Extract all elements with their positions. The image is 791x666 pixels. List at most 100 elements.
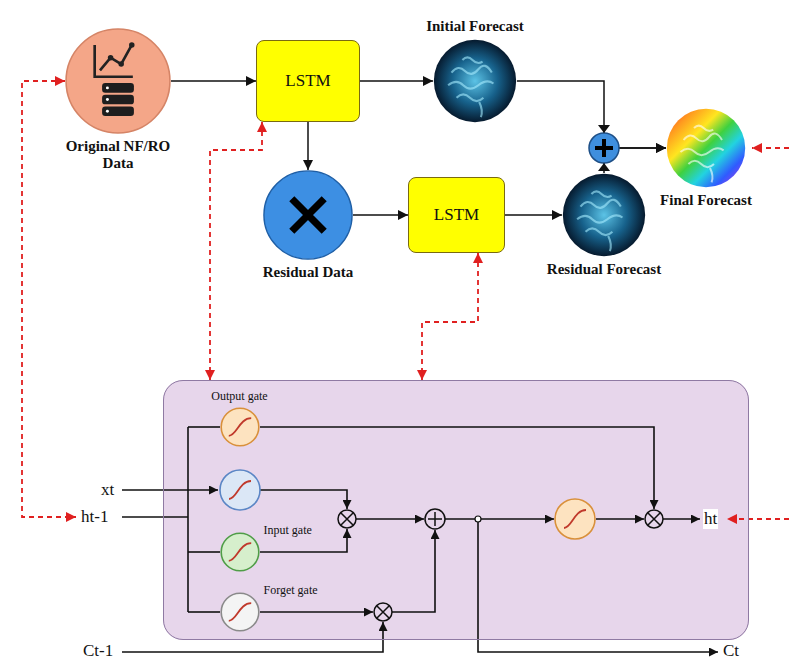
gate-circle: Output gate: [220, 407, 260, 447]
forecast-brain-shape-part: [591, 191, 611, 197]
node-caption: Residual Forecast: [529, 261, 679, 278]
residual-circle-shape-part: [264, 171, 352, 259]
signal-label: Ct: [722, 641, 740, 661]
data-source-circle-shape-part: [95, 45, 133, 77]
feedback-line: [22, 81, 789, 519]
gate-circle-shape-part: [228, 418, 250, 436]
data-source-circle-shape-part: [106, 98, 109, 101]
data-source-circle-shape-part: [129, 42, 135, 48]
node-caption: Input gate: [264, 524, 312, 538]
feedback-arrow: [210, 122, 262, 380]
signal-label: ht-1: [80, 507, 109, 527]
lstm-cell: Output gateInput gateForget gate: [163, 380, 749, 640]
gate-circle-shape: [220, 592, 260, 632]
data-source-circle-shape-part: [118, 61, 124, 67]
forecast-brain-shape-part: [586, 228, 613, 235]
gate-circle-shape-part: [221, 593, 259, 631]
cell-wire-part: [188, 611, 220, 613]
final-forecast-brain-shape-part: [710, 168, 713, 182]
forecast-brain: Initial Forecast: [433, 39, 517, 123]
forecast-brain-shape-part: [448, 81, 493, 88]
multiply-symbol-part: [648, 513, 660, 525]
cell-wire-part: [356, 518, 424, 520]
multiply-symbol: [338, 510, 663, 621]
final-forecast-brain-shape-part: [667, 109, 745, 187]
tanh-symbol: [555, 499, 595, 539]
node-caption: Forget gate: [264, 584, 318, 598]
gate-circle-shape-part: [228, 543, 250, 561]
node-caption: Output gate: [195, 390, 285, 404]
forecast-brain-shape-part: [479, 102, 482, 117]
sigmoid-symbol-part: [229, 481, 251, 499]
forecast-brain: Residual Forecast: [562, 173, 646, 257]
cell-wire-part: [188, 551, 220, 553]
signal-label: xt: [100, 480, 115, 500]
cell-wire-part: [188, 426, 220, 428]
signal-label: Ct-1: [82, 641, 114, 661]
cell-wire-part: [663, 518, 700, 520]
tanh-symbol-part: [555, 499, 595, 539]
plus-symbol: [589, 125, 619, 171]
gate-circle-shape: [220, 532, 260, 572]
sigmoid-symbol: [220, 470, 260, 510]
sigmoid-symbol-part: [220, 470, 260, 510]
data-source-circle-shape-part: [102, 106, 134, 116]
node-caption: Original NF/RO Data: [51, 138, 185, 173]
plus-symbol-part: [589, 133, 619, 163]
flow-arrow: [505, 214, 562, 216]
cell-fill: [163, 380, 749, 640]
flow-arrow: [360, 80, 433, 82]
lstm-box: LSTM: [408, 177, 505, 253]
final-forecast-brain: Final Forecast: [666, 108, 746, 188]
multiply-symbol-part: [645, 510, 663, 528]
gate-circle-shape-part: [221, 533, 259, 571]
feedback-line-part: [727, 518, 789, 520]
node-caption: Residual Data: [243, 264, 373, 281]
data-source-circle-shape-part: [106, 110, 109, 113]
data-source-circle-shape-part: [108, 55, 114, 61]
final-forecast-brain-shape-part: [688, 161, 714, 167]
gate-circle: Input gate: [220, 532, 260, 572]
cell-wire-part: [260, 611, 373, 613]
node-caption: Initial Forecast: [405, 18, 545, 35]
forecast-brain-shape-part: [563, 174, 645, 256]
flow-arrow: [517, 81, 666, 148]
box-label: LSTM: [285, 71, 330, 91]
plus-symbol-part: [598, 125, 610, 133]
forecast-brain-shape-part: [451, 66, 491, 74]
multiply-symbol-part: [341, 513, 353, 525]
cell-wire-part: [187, 427, 189, 612]
multiply-symbol-part: [377, 606, 389, 618]
cell-wire-part: [260, 490, 347, 509]
cell-wire-part: [260, 427, 654, 509]
final-forecast-brain-shape: [666, 108, 746, 188]
feedback-line-part: [752, 147, 789, 149]
cell-wire-part: [445, 518, 554, 520]
forecast-brain-shape-part: [608, 236, 611, 251]
cell-wire-part: [122, 622, 383, 652]
feedback-arrow: [422, 253, 478, 380]
flow-arrow: [353, 214, 408, 216]
final-forecast-brain-shape-part: [684, 133, 722, 141]
add-symbol-part: [425, 509, 445, 529]
final-forecast-brain-shape-part: [680, 148, 723, 155]
cell-wire-part: [478, 519, 718, 652]
multiply-symbol-part: [374, 603, 392, 621]
data-source-circle-shape-part: [66, 29, 170, 133]
gate-circle-shape: [220, 407, 260, 447]
forecast-brain-shape-part: [577, 215, 622, 222]
residual-circle-shape-part: [292, 199, 324, 231]
cell-wire: [122, 427, 718, 652]
residual-circle: Residual Data: [263, 170, 353, 260]
data-source-circle: Original NF/RO Data: [65, 28, 171, 134]
gate-circle-shape-part: [221, 408, 259, 446]
residual-circle-shape: [263, 170, 353, 260]
forecast-brain-shape-part: [462, 57, 482, 63]
tanh-symbol-part: [564, 510, 586, 528]
plus-symbol-part: [595, 139, 613, 157]
data-source-circle-shape-part: [100, 45, 132, 70]
add-symbol-part: [428, 512, 442, 526]
forecast-brain-shape-part: [434, 40, 516, 122]
data-source-circle-shape-part: [102, 83, 134, 93]
